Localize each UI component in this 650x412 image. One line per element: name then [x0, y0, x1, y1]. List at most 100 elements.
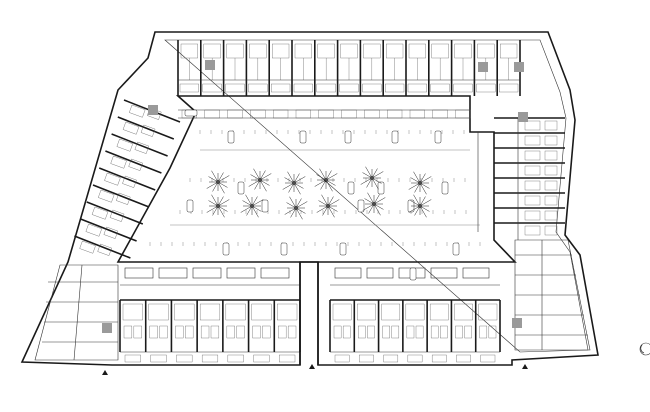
car: [452, 242, 460, 256]
room-partition: [174, 303, 195, 321]
car: [377, 181, 385, 195]
room-partition: [431, 43, 449, 59]
storage-unit: [462, 267, 490, 279]
balcony: [480, 354, 496, 363]
room-partition: [116, 138, 133, 152]
room-partition: [272, 43, 290, 59]
balcony: [383, 354, 399, 363]
parked-cars: [184, 109, 460, 281]
room-partition: [544, 225, 558, 236]
room-partition: [277, 303, 298, 321]
room-partition: [122, 121, 140, 135]
corner-units: [514, 239, 591, 351]
balcony: [409, 109, 425, 119]
tree-trunk: [291, 180, 297, 186]
room-partition: [407, 83, 427, 93]
room-partition: [499, 83, 519, 93]
tree-icon: [408, 171, 432, 195]
storage-unit: [226, 267, 256, 279]
car: [222, 242, 230, 256]
storage-unit: [260, 267, 290, 279]
balcony: [204, 109, 220, 119]
room-partition: [357, 303, 376, 321]
tree-trunk: [323, 177, 329, 183]
balcony: [253, 354, 270, 363]
balcony: [407, 354, 423, 363]
room-partition: [148, 303, 169, 321]
room-partition: [252, 325, 261, 339]
room-partition: [524, 225, 541, 236]
storage-unit: [158, 267, 188, 279]
balcony: [387, 109, 403, 119]
room-partition: [210, 325, 220, 339]
room-partition: [544, 150, 558, 161]
room-partition: [362, 83, 382, 93]
room-partition: [367, 325, 375, 339]
balcony: [295, 109, 311, 119]
tree-icon: [282, 171, 306, 195]
balcony: [456, 354, 471, 363]
storage-unit: [124, 267, 154, 279]
room-partition: [236, 325, 245, 339]
tree-trunk: [215, 179, 221, 185]
car: [280, 242, 288, 256]
room-partition: [97, 243, 112, 256]
room-partition: [342, 325, 351, 339]
room-partition: [476, 83, 496, 93]
room-partition: [464, 325, 472, 339]
tree-icon: [248, 168, 272, 192]
tree-icon: [362, 192, 386, 216]
tree-trunk: [215, 203, 221, 209]
room-partition: [122, 175, 137, 188]
balcony: [227, 109, 243, 119]
right-unit-row: [477, 117, 591, 351]
room-partition: [454, 303, 473, 321]
balcony: [341, 109, 357, 119]
room-partition: [134, 141, 150, 154]
room-partition: [524, 135, 541, 146]
tree-trunk: [249, 203, 255, 209]
room-partition: [479, 325, 488, 339]
room-partition: [116, 192, 131, 205]
stair-core: [102, 323, 112, 333]
tree-trunk: [417, 180, 423, 186]
corner-units: [34, 264, 119, 361]
tree-icon: [206, 194, 230, 218]
room-partition: [287, 325, 297, 339]
room-partition: [339, 83, 359, 93]
unit-wall: [92, 184, 150, 208]
room-partition: [123, 325, 133, 339]
car: [434, 130, 442, 144]
room-partition: [524, 120, 541, 131]
car: [339, 242, 347, 256]
room-partition: [110, 155, 127, 169]
parking-area: [149, 130, 481, 246]
room-partition: [185, 325, 194, 339]
room-partition: [129, 104, 146, 118]
car: [237, 181, 245, 195]
room-partition: [524, 210, 541, 221]
unit-wall: [111, 133, 168, 157]
room-partition: [199, 303, 221, 321]
room-partition: [225, 303, 246, 321]
balcony: [318, 109, 334, 119]
room-partition: [200, 325, 210, 339]
room-partition: [544, 135, 558, 146]
car: [409, 267, 417, 281]
room-partition: [524, 150, 541, 161]
unit-wall: [86, 201, 144, 225]
room-partition: [391, 325, 400, 339]
room-partition: [202, 83, 222, 93]
tree-icon: [284, 196, 308, 220]
building-outline: [20, 31, 599, 366]
top-unit-row: [177, 40, 521, 119]
tree-trunk: [325, 203, 331, 209]
north-arrow-icon: [639, 342, 650, 356]
unit-wall: [74, 235, 131, 259]
room-partition: [104, 172, 121, 186]
room-partition: [226, 325, 235, 339]
room-partition: [430, 83, 450, 93]
car: [299, 130, 307, 144]
room-partition: [249, 43, 267, 59]
room-partition: [440, 325, 448, 339]
